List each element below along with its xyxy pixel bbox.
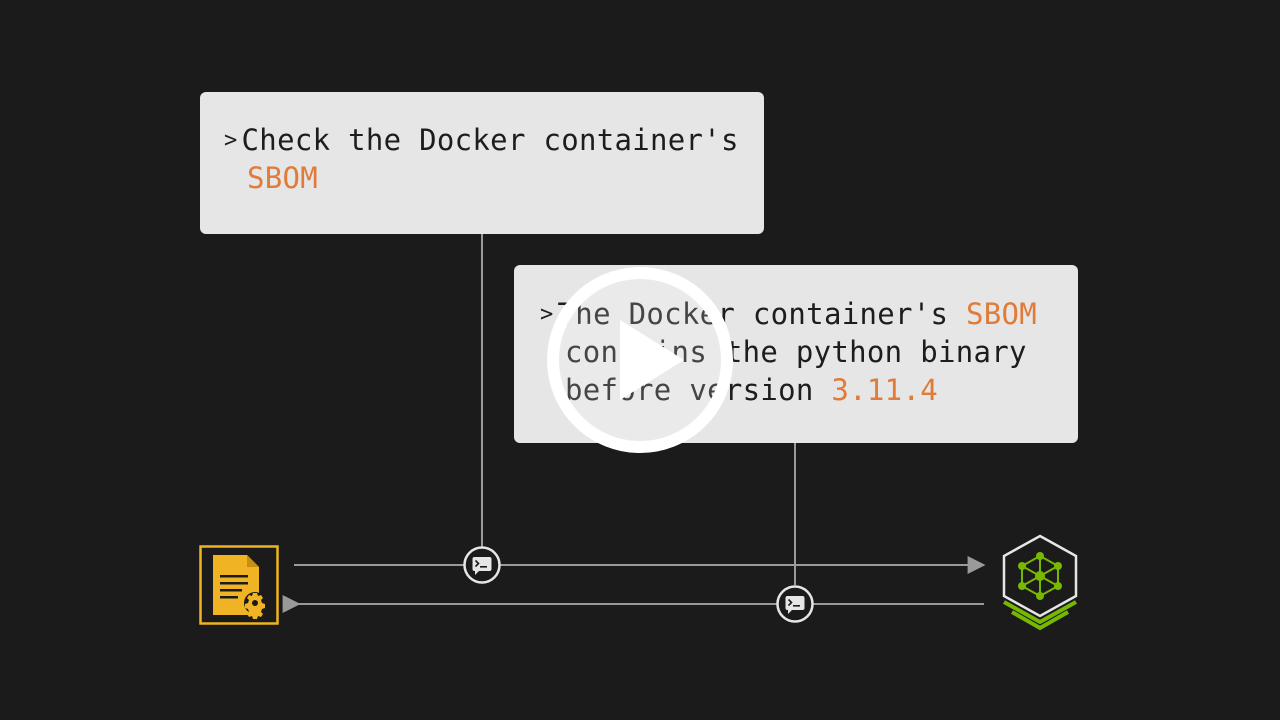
request-text: Check the Docker container's: [241, 123, 739, 157]
play-icon: [620, 320, 684, 400]
play-button[interactable]: [544, 264, 736, 456]
response-highlight-sbom: SBOM: [966, 297, 1038, 331]
response-message-icon: [776, 585, 814, 623]
prompt-symbol: >: [224, 128, 238, 153]
request-highlight: SBOM: [247, 161, 319, 195]
request-message-icon: [463, 546, 501, 584]
document-gear-icon: [199, 545, 279, 625]
request-bubble: [200, 92, 764, 234]
request-line-2: SBOM: [247, 159, 318, 197]
hexagon-network-icon: [1002, 534, 1078, 631]
prompt-symbol: >: [540, 302, 554, 327]
response-bubble: [514, 265, 1078, 443]
request-line-1: >Check the Docker container's: [224, 121, 739, 163]
response-highlight-version: 3.11.4: [831, 373, 938, 407]
